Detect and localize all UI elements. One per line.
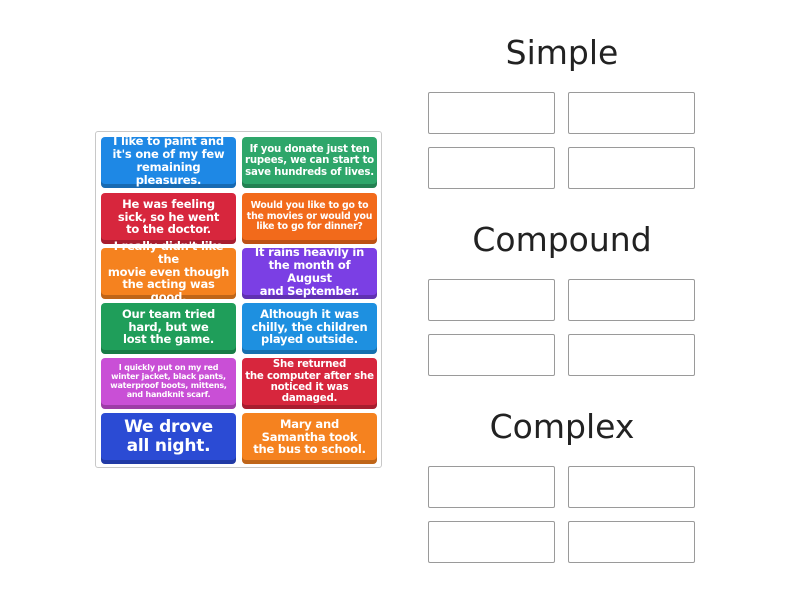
sentence-card[interactable]: Although it was chilly, the children pla… [242,303,377,354]
sentence-card[interactable]: Mary and Samantha took the bus to school… [242,413,377,464]
drop-slot[interactable] [568,279,695,321]
sentence-card[interactable]: I quickly put on my red winter jacket, b… [101,358,236,409]
drop-slot[interactable] [568,334,695,376]
drop-slot[interactable] [428,147,555,189]
sentence-card[interactable]: I like to paint and it's one of my few r… [101,135,236,188]
drop-slot[interactable] [568,466,695,508]
sentence-card[interactable]: Would you like to go to the movies or wo… [242,193,377,244]
drop-slot[interactable] [428,92,555,134]
sentence-card[interactable]: I really didn't like the movie even thou… [101,239,236,304]
group-title-simple: Simple [505,33,619,72]
drop-slot[interactable] [568,521,695,563]
sentence-card[interactable]: If you donate just ten rupees, we can st… [242,137,377,188]
card-bank: I like to paint and it's one of my few r… [95,131,382,468]
drop-slot[interactable] [428,466,555,508]
drop-slot[interactable] [428,334,555,376]
drop-slot[interactable] [428,279,555,321]
sentence-card[interactable]: He was feeling sick, so he went to the d… [101,193,236,244]
group-title-complex: Complex [489,407,635,446]
sentence-card[interactable]: Our team tried hard, but we lost the gam… [101,303,236,354]
sentence-card[interactable]: We drove all night. [101,413,236,464]
drop-slot[interactable] [568,92,695,134]
sentence-card[interactable]: She returned the computer after she noti… [242,358,377,409]
group-title-compound: Compound [472,220,652,259]
sentence-card[interactable]: It rains heavily in the month of August … [242,246,377,299]
drop-slot[interactable] [428,521,555,563]
drop-slot[interactable] [568,147,695,189]
